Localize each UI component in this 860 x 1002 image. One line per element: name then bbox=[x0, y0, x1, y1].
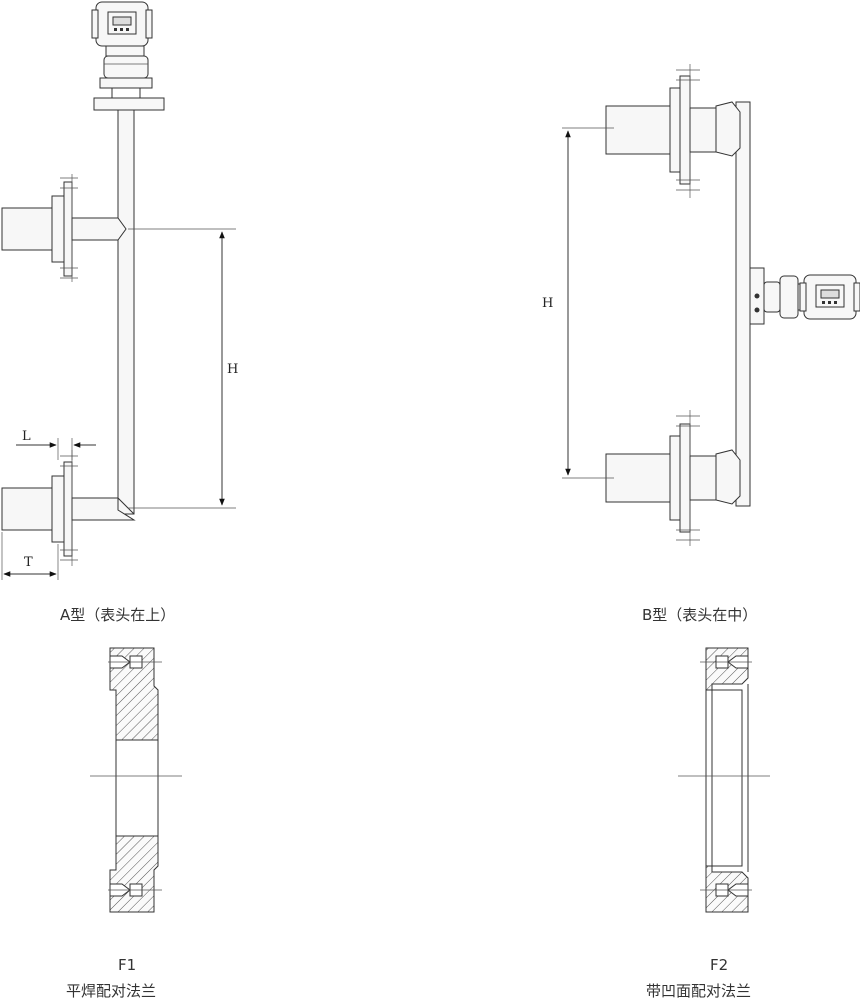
type-a-h-label: H bbox=[227, 362, 238, 377]
type-b-upper-nozzle bbox=[605, 64, 741, 198]
type-a-vertical-pipe bbox=[117, 109, 135, 515]
type-a-caption: A型（表头在上） bbox=[60, 606, 175, 624]
flange-f1-name: 平焊配对法兰 bbox=[66, 982, 156, 1000]
flange-f1-diagram: F1 平焊配对法兰 bbox=[66, 647, 182, 1000]
type-b-caption: B型（表头在中） bbox=[642, 606, 757, 624]
flange-f2-name: 带凹面配对法兰 bbox=[646, 982, 751, 1000]
type-b-dimension-h: H bbox=[542, 127, 614, 479]
type-b-diagram: H B型（表头在中） bbox=[542, 64, 860, 624]
type-a-lower-nozzle bbox=[1, 450, 136, 566]
type-b-transmitter-head bbox=[763, 274, 860, 320]
flange-f2-code: F2 bbox=[710, 956, 728, 974]
type-b-lower-nozzle bbox=[605, 410, 741, 546]
type-a-dimension-l: L bbox=[16, 429, 96, 460]
type-a-upper-nozzle bbox=[1, 174, 127, 282]
type-a-t-label: T bbox=[24, 555, 33, 570]
type-a-l-label: L bbox=[22, 429, 31, 444]
type-b-h-label: H bbox=[542, 296, 553, 311]
type-a-transmitter-head bbox=[91, 1, 165, 111]
type-b-vertical-plate bbox=[735, 101, 765, 507]
type-a-diagram: H L T A型（表头在上） bbox=[1, 1, 238, 624]
type-a-dimension-h: H bbox=[128, 228, 238, 509]
flange-f2-diagram: F2 带凹面配对法兰 bbox=[646, 647, 770, 1000]
type-a-dimension-t: T bbox=[1, 532, 59, 580]
flange-f1-code: F1 bbox=[118, 956, 136, 974]
